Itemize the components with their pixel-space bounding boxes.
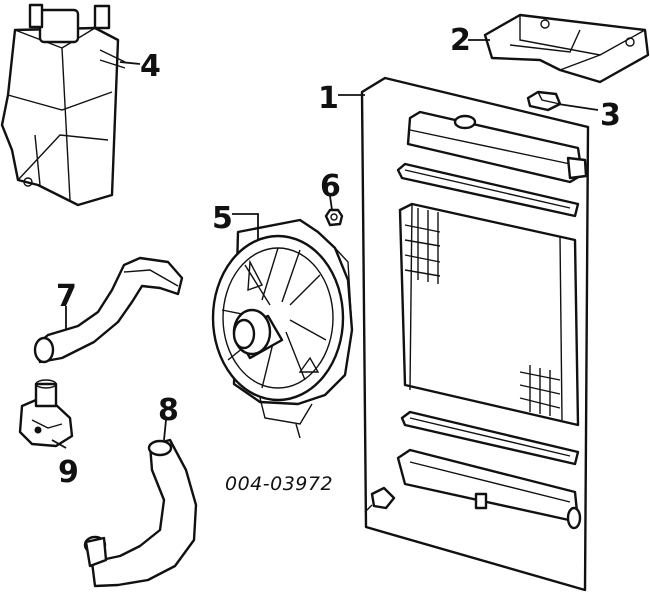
- callout-1: 1: [318, 81, 339, 116]
- nut: [324, 208, 344, 227]
- upper-radiator-hose: [33, 256, 184, 364]
- radiator-assembly: [360, 76, 590, 592]
- coolant-reservoir: [0, 3, 126, 207]
- upper-shroud: [483, 13, 650, 84]
- callout-3: 3: [600, 98, 621, 133]
- callout-8: 8: [158, 393, 179, 428]
- callout-5: 5: [212, 201, 233, 236]
- callout-7: 7: [56, 279, 77, 314]
- callout-2: 2: [450, 23, 471, 58]
- callout-4: 4: [140, 49, 161, 84]
- callout-6: 6: [320, 169, 341, 204]
- mount-bushing: [526, 90, 562, 112]
- thermostat-housing: [18, 379, 74, 448]
- callout-9: 9: [58, 455, 79, 490]
- leader-lines: [51, 39, 599, 449]
- reference-code: 004-03972: [225, 473, 333, 495]
- lower-radiator-hose: [83, 438, 198, 588]
- cooling-fan-assembly: [211, 218, 354, 439]
- callout-labels: 1 2 3 4 5 6 7 8 9: [56, 23, 621, 490]
